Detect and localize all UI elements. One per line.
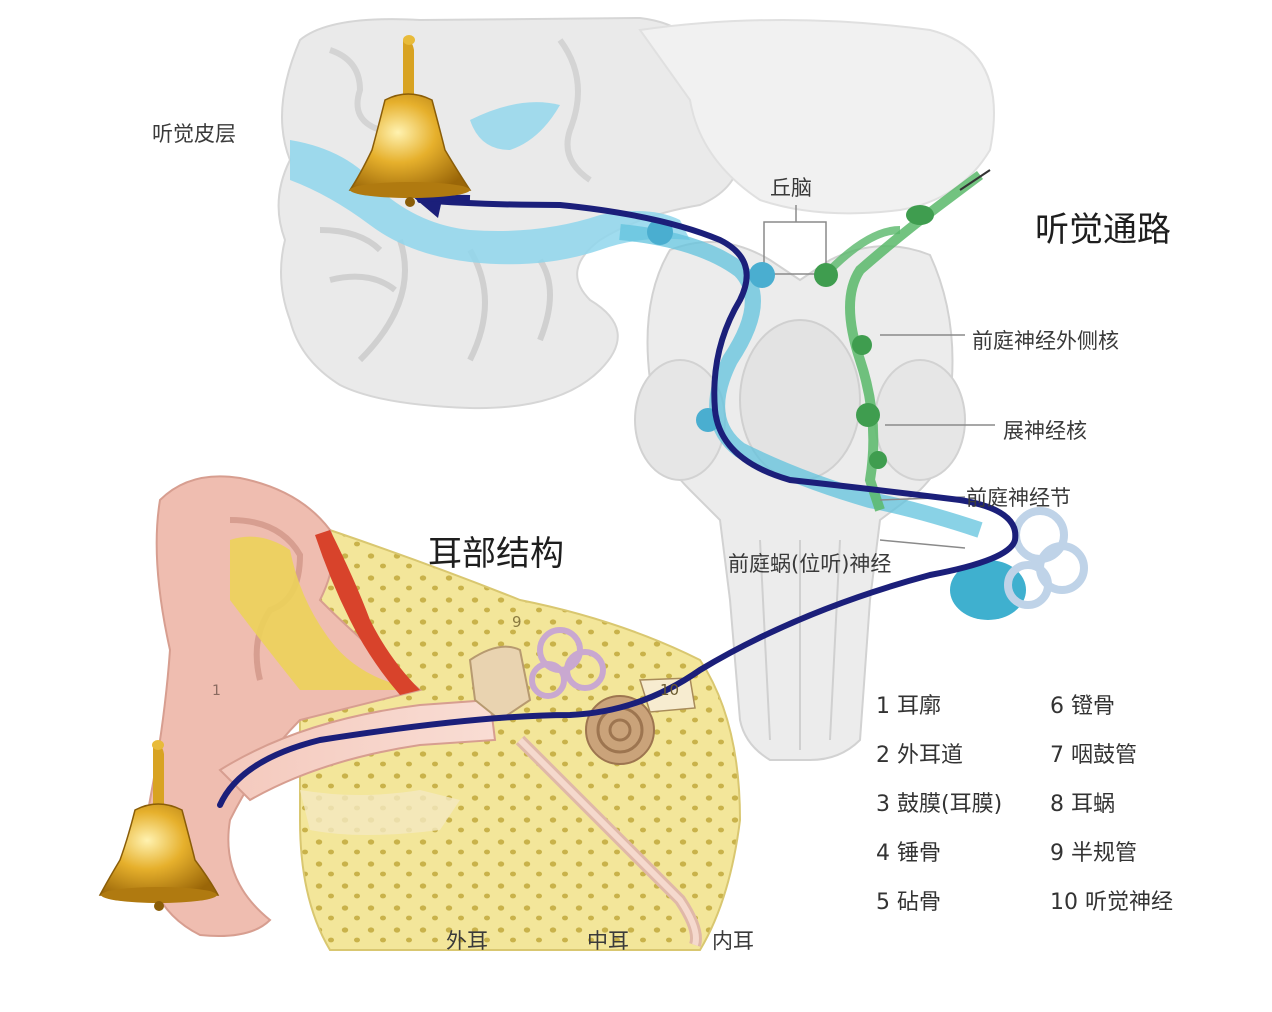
legend-text: 半规管 [1071, 841, 1138, 866]
legend-item: 8 耳蜗 [1050, 786, 1115, 818]
outer-ear-label: 外耳 [446, 929, 488, 953]
auditory-cortex-band [290, 140, 690, 265]
ear-number-10: 10 [660, 681, 680, 699]
legend-num: 6 [1050, 694, 1064, 719]
lateral-vestibular-nucleus-label: 前庭神经外侧核 [972, 329, 1119, 353]
legend-num: 8 [1050, 792, 1064, 817]
ear-anatomy [144, 475, 742, 951]
vestibular-ganglion-label: 前庭神经节 [966, 486, 1071, 510]
legend-item: 1 耳廓 [876, 688, 941, 720]
vestibulocochlear-nerve-label: 前庭蜗(位听)神经 [728, 552, 892, 576]
pathway-title: 听觉通路 [1035, 210, 1171, 250]
bell-icon-cortex [348, 35, 472, 207]
legend-num: 1 [876, 694, 890, 719]
legend-num: 4 [876, 841, 890, 866]
legend-item: 10 听觉神经 [1050, 884, 1173, 916]
legend-item: 7 咽鼓管 [1050, 737, 1137, 769]
legend-item: 3 鼓膜(耳膜) [876, 786, 1002, 818]
auditory-pathway-line [217, 197, 1019, 808]
legend-text: 砧骨 [897, 890, 942, 915]
legend-num: 3 [876, 792, 890, 817]
legend-text: 鼓膜(耳膜) [897, 792, 1003, 817]
legend-text: 镫骨 [1071, 694, 1116, 719]
bell-icon-ear [98, 740, 220, 911]
legend-text: 听觉神经 [1085, 890, 1174, 915]
middle-ear-label: 中耳 [587, 929, 629, 953]
legend-text: 耳廓 [897, 694, 942, 719]
colliculus-label: 丘脑 [770, 176, 812, 200]
ear-structure-title: 耳部结构 [428, 534, 564, 574]
legend-text: 咽鼓管 [1071, 743, 1138, 768]
legend-item: 6 镫骨 [1050, 688, 1115, 720]
legend-num: 7 [1050, 743, 1064, 768]
legend-num: 5 [876, 890, 890, 915]
legend-text: 耳蜗 [1071, 792, 1116, 817]
legend-num: 2 [876, 743, 890, 768]
legend-item: 2 外耳道 [876, 737, 963, 769]
vestibular-tract [814, 169, 991, 512]
legend-num: 9 [1050, 841, 1064, 866]
abducens-nucleus-label: 展神经核 [1003, 419, 1087, 443]
legend-text: 外耳道 [897, 743, 964, 768]
legend-item: 9 半规管 [1050, 835, 1137, 867]
legend-item: 4 锤骨 [876, 835, 941, 867]
ear-number-9: 9 [512, 613, 522, 631]
legend-item: 5 砧骨 [876, 884, 941, 916]
legend-text: 锤骨 [897, 841, 942, 866]
inner-ear-label: 内耳 [712, 929, 754, 953]
auditory-cortex-label: 听觉皮层 [152, 122, 236, 146]
ear-number-1: 1 [212, 683, 221, 699]
legend-num: 10 [1050, 890, 1078, 915]
